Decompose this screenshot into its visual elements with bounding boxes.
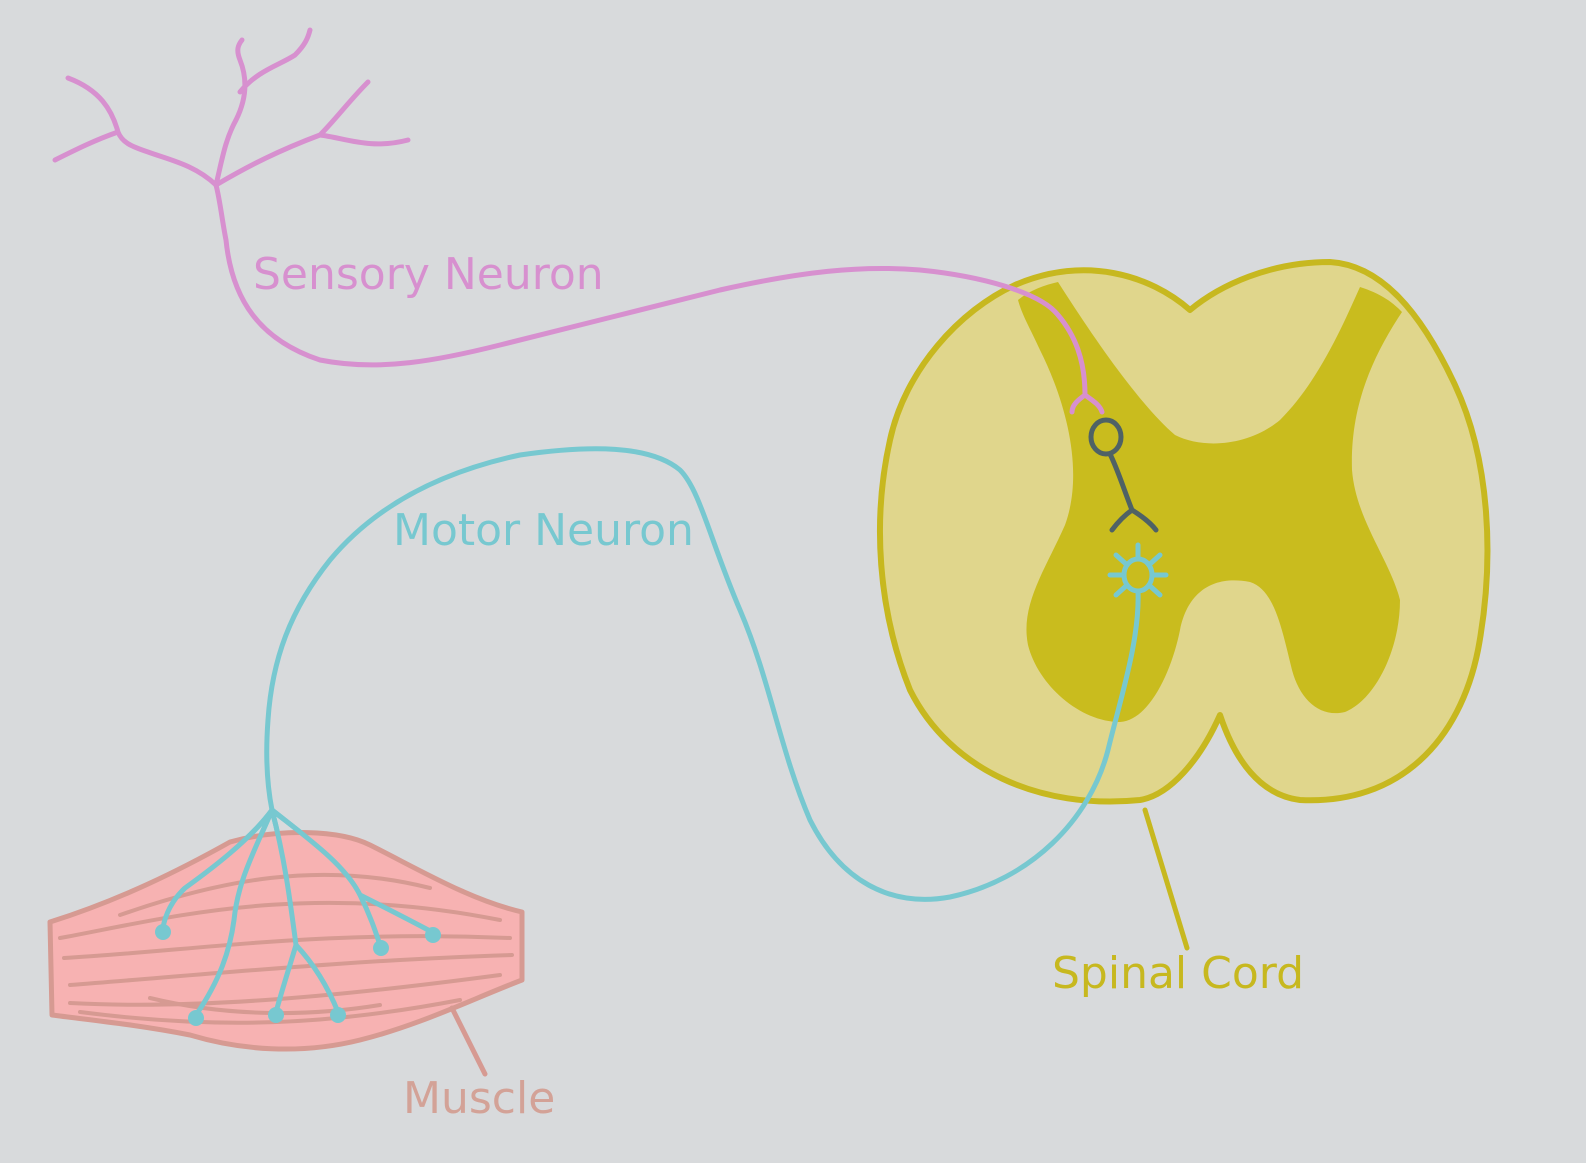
motor-axon-branches-over-muscle xyxy=(160,807,435,1018)
spinal-cord-leader-line xyxy=(1142,807,1190,951)
motor-neuron-label: Motor Neuron xyxy=(393,505,694,556)
spinal-cord-grey-matter xyxy=(1018,282,1402,722)
sensory-neuron xyxy=(52,27,1105,415)
muscle xyxy=(47,830,525,1052)
sensory-neuron-label: Sensory Neuron xyxy=(253,249,604,300)
muscle-leader-line xyxy=(449,1005,488,1077)
sensory-dendrite-top xyxy=(213,27,313,188)
interneuron xyxy=(1088,417,1159,533)
interneuron-axon xyxy=(1107,451,1159,533)
spinal-cord xyxy=(876,259,1491,805)
spinal-cord-label: Spinal Cord xyxy=(1052,948,1304,999)
sensory-axon-terminal xyxy=(1069,392,1105,415)
interneuron-cell-body xyxy=(1088,417,1124,457)
motor-axon xyxy=(264,446,1141,902)
sensory-axon xyxy=(213,182,1088,398)
motor-end-plates-over-muscle xyxy=(155,924,441,1026)
muscle-label: Muscle xyxy=(403,1073,555,1124)
motor-dendrites xyxy=(1107,542,1169,598)
sensory-dendrite-left xyxy=(52,75,219,188)
sensory-dendrite-right xyxy=(213,79,411,188)
